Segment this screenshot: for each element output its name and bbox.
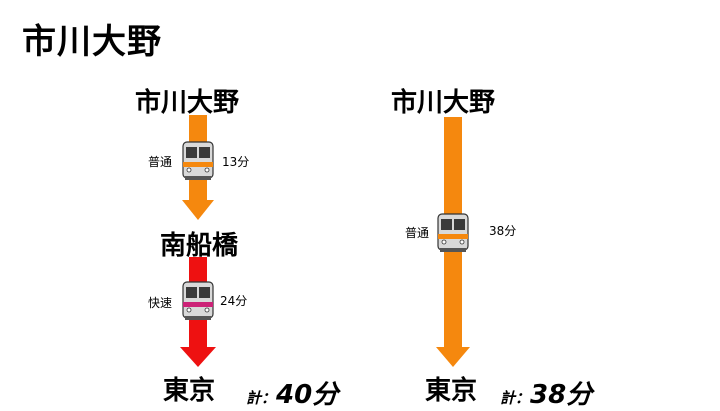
route1-total-value: 40分 (276, 380, 339, 410)
route1-total-label: 計： (246, 389, 277, 407)
route2-leg1-duration: 38分 (489, 224, 517, 238)
page-title: 市川大野 (22, 22, 162, 62)
route2-total: 計：38分 (500, 374, 592, 411)
route2-leg1-train-icon (437, 213, 469, 253)
route1-origin-station: 市川大野 (135, 88, 240, 118)
route1-destination-station: 東京 (163, 376, 216, 406)
route2-total-value: 38分 (530, 380, 593, 410)
route1-leg2-duration: 24分 (220, 294, 248, 308)
route1-leg2-service: 快速 (148, 296, 173, 310)
route2-leg1-service: 普通 (405, 226, 430, 240)
route2-destination-station: 東京 (425, 376, 478, 406)
route1-leg2-train-icon (182, 281, 214, 321)
route1-leg1-train-icon (182, 141, 214, 181)
route1-transfer-station: 南船橋 (160, 231, 239, 261)
route1-total: 計：40分 (246, 374, 338, 411)
route1-leg1-duration: 13分 (222, 155, 250, 169)
route2-total-label: 計： (500, 389, 531, 407)
route2-origin-station: 市川大野 (391, 88, 496, 118)
route1-leg1-service: 普通 (148, 155, 173, 169)
